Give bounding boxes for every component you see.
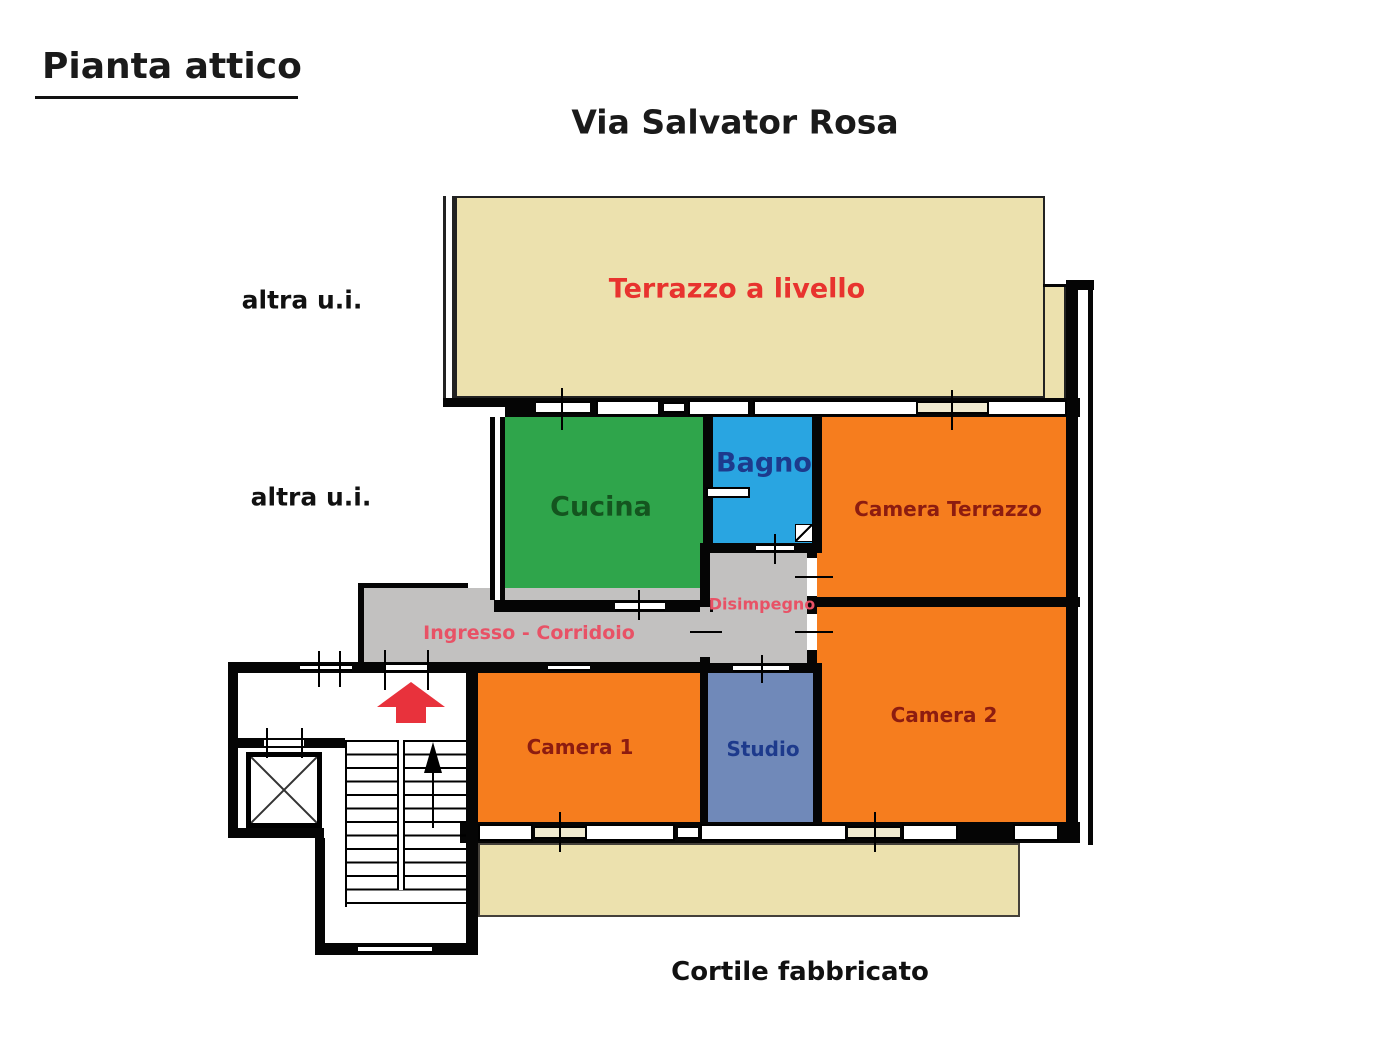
niche-bagno-wall [706,487,750,498]
tick-door-studio [761,655,763,683]
entry-arrow-stem [396,707,426,723]
wall-top-stub [443,398,505,407]
door-camera-terrazzo-terrace [753,400,918,416]
door-camera1-balcony [585,824,675,841]
wall-corridor-left [358,583,364,673]
wall-camera1-studio [700,663,708,826]
tick-entry-door-right [427,650,429,690]
room-camera2 [817,602,1068,826]
tick-entry-door-left [384,650,386,690]
tick-window-cucina [561,388,563,430]
window-camera1-bottom-left [478,824,533,841]
tick-window-camera2-bottom [874,812,876,852]
tick-stair-window-1 [318,651,320,687]
room-disimpegno [705,545,812,668]
wall-cucina-bagno [703,417,713,545]
street-title: Via Salvator Rosa [571,102,899,142]
stairs-center-stringer [397,740,405,890]
door-camera2-balcony [902,824,958,841]
wall-cap-topright [1066,280,1094,290]
tick-window-camera1-bottom [559,812,561,852]
room-terrace [455,196,1045,398]
window-camera2-bottom-right [1013,824,1059,841]
wall-cucina-left [490,417,505,600]
door-swing-symbol [795,524,813,542]
tick-stair-window-2 [339,651,341,687]
tick-door-bagno [774,534,776,564]
wall-corridor-top [358,583,468,588]
elevator-x-icon [251,757,317,823]
stairs-direction-arrow-icon [424,742,442,773]
tick-door-cucina [638,590,640,620]
courtyard-balcony-strip [478,843,1020,917]
room-studio [702,668,815,826]
label-cucina: Cucina [550,491,652,523]
label-bagno: Bagno [716,447,812,479]
label-camera-terrazzo: Camera Terrazzo [854,497,1042,521]
other-unit-label-top: altra u.i. [241,285,363,315]
door-entry-apartment [384,663,429,672]
door-cucina-terrace [596,400,660,416]
wall-stair-left [228,662,238,838]
wall-right-outer [1088,287,1093,845]
window-stairwell-top [300,664,352,671]
label-terrace: Terrazzo a livello [608,273,866,305]
wall-bagno-right [812,417,822,545]
stairs-arrow-tail [432,773,434,828]
wall-camera1-left [466,662,478,843]
door-studio-balcony [700,824,847,841]
window-studio-small [678,826,698,839]
tick-window-camera-terrazzo [951,390,953,430]
wall-disimpegno-left [700,543,710,668]
door-elevator [264,740,304,746]
tick-elevator-door-1 [266,728,268,758]
window-small-top [664,402,684,413]
room-terrace-extension [1045,285,1066,400]
tick-elevator-door-2 [301,728,303,758]
wall-camere-divider [807,597,1080,607]
wall-right-main [1066,287,1078,843]
tick-opening-disimpegno-left [690,631,722,633]
wall-terrace-step [1043,284,1068,287]
label-camera1: Camera 1 [526,735,634,759]
wall-terrace-left [443,196,455,400]
entry-arrow-icon [377,682,445,707]
label-disimpegno: Disimpegno [708,594,816,614]
stairs-treads [345,740,466,907]
wall-studio-right [813,663,822,826]
room-bagno [713,417,813,545]
label-camera2: Camera 2 [890,703,998,727]
door-corridoio-camera1 [548,664,590,671]
wall-stair-step [228,828,324,838]
room-cucina [505,417,703,602]
wall-cucina-bottom [494,600,713,612]
room-camera-terrazzo [817,417,1068,602]
tick-door-disimpegno-right1 [795,576,833,578]
elevator-shaft [246,752,322,828]
door-stairwell-bottom [358,945,432,953]
room-camera1 [472,668,702,826]
courtyard-label: Cortile fabbricato [671,957,929,987]
wall-stair-right [466,843,478,955]
window-cucina-top [536,401,590,414]
door-camera-terrazzo-terrace2 [987,400,1067,416]
page-title-underline [35,96,298,99]
tick-door-disimpegno-right2 [795,631,833,633]
page-title: Pianta attico [42,46,302,87]
other-unit-label-mid: altra u.i. [250,482,372,512]
label-ingresso-corridoio: Ingresso - Corridoio [423,622,635,644]
wall-stair-left-lower [315,838,325,955]
door-cucina-corridoio [615,601,665,611]
door-bagno-terrace [688,400,750,416]
label-studio: Studio [726,737,800,761]
